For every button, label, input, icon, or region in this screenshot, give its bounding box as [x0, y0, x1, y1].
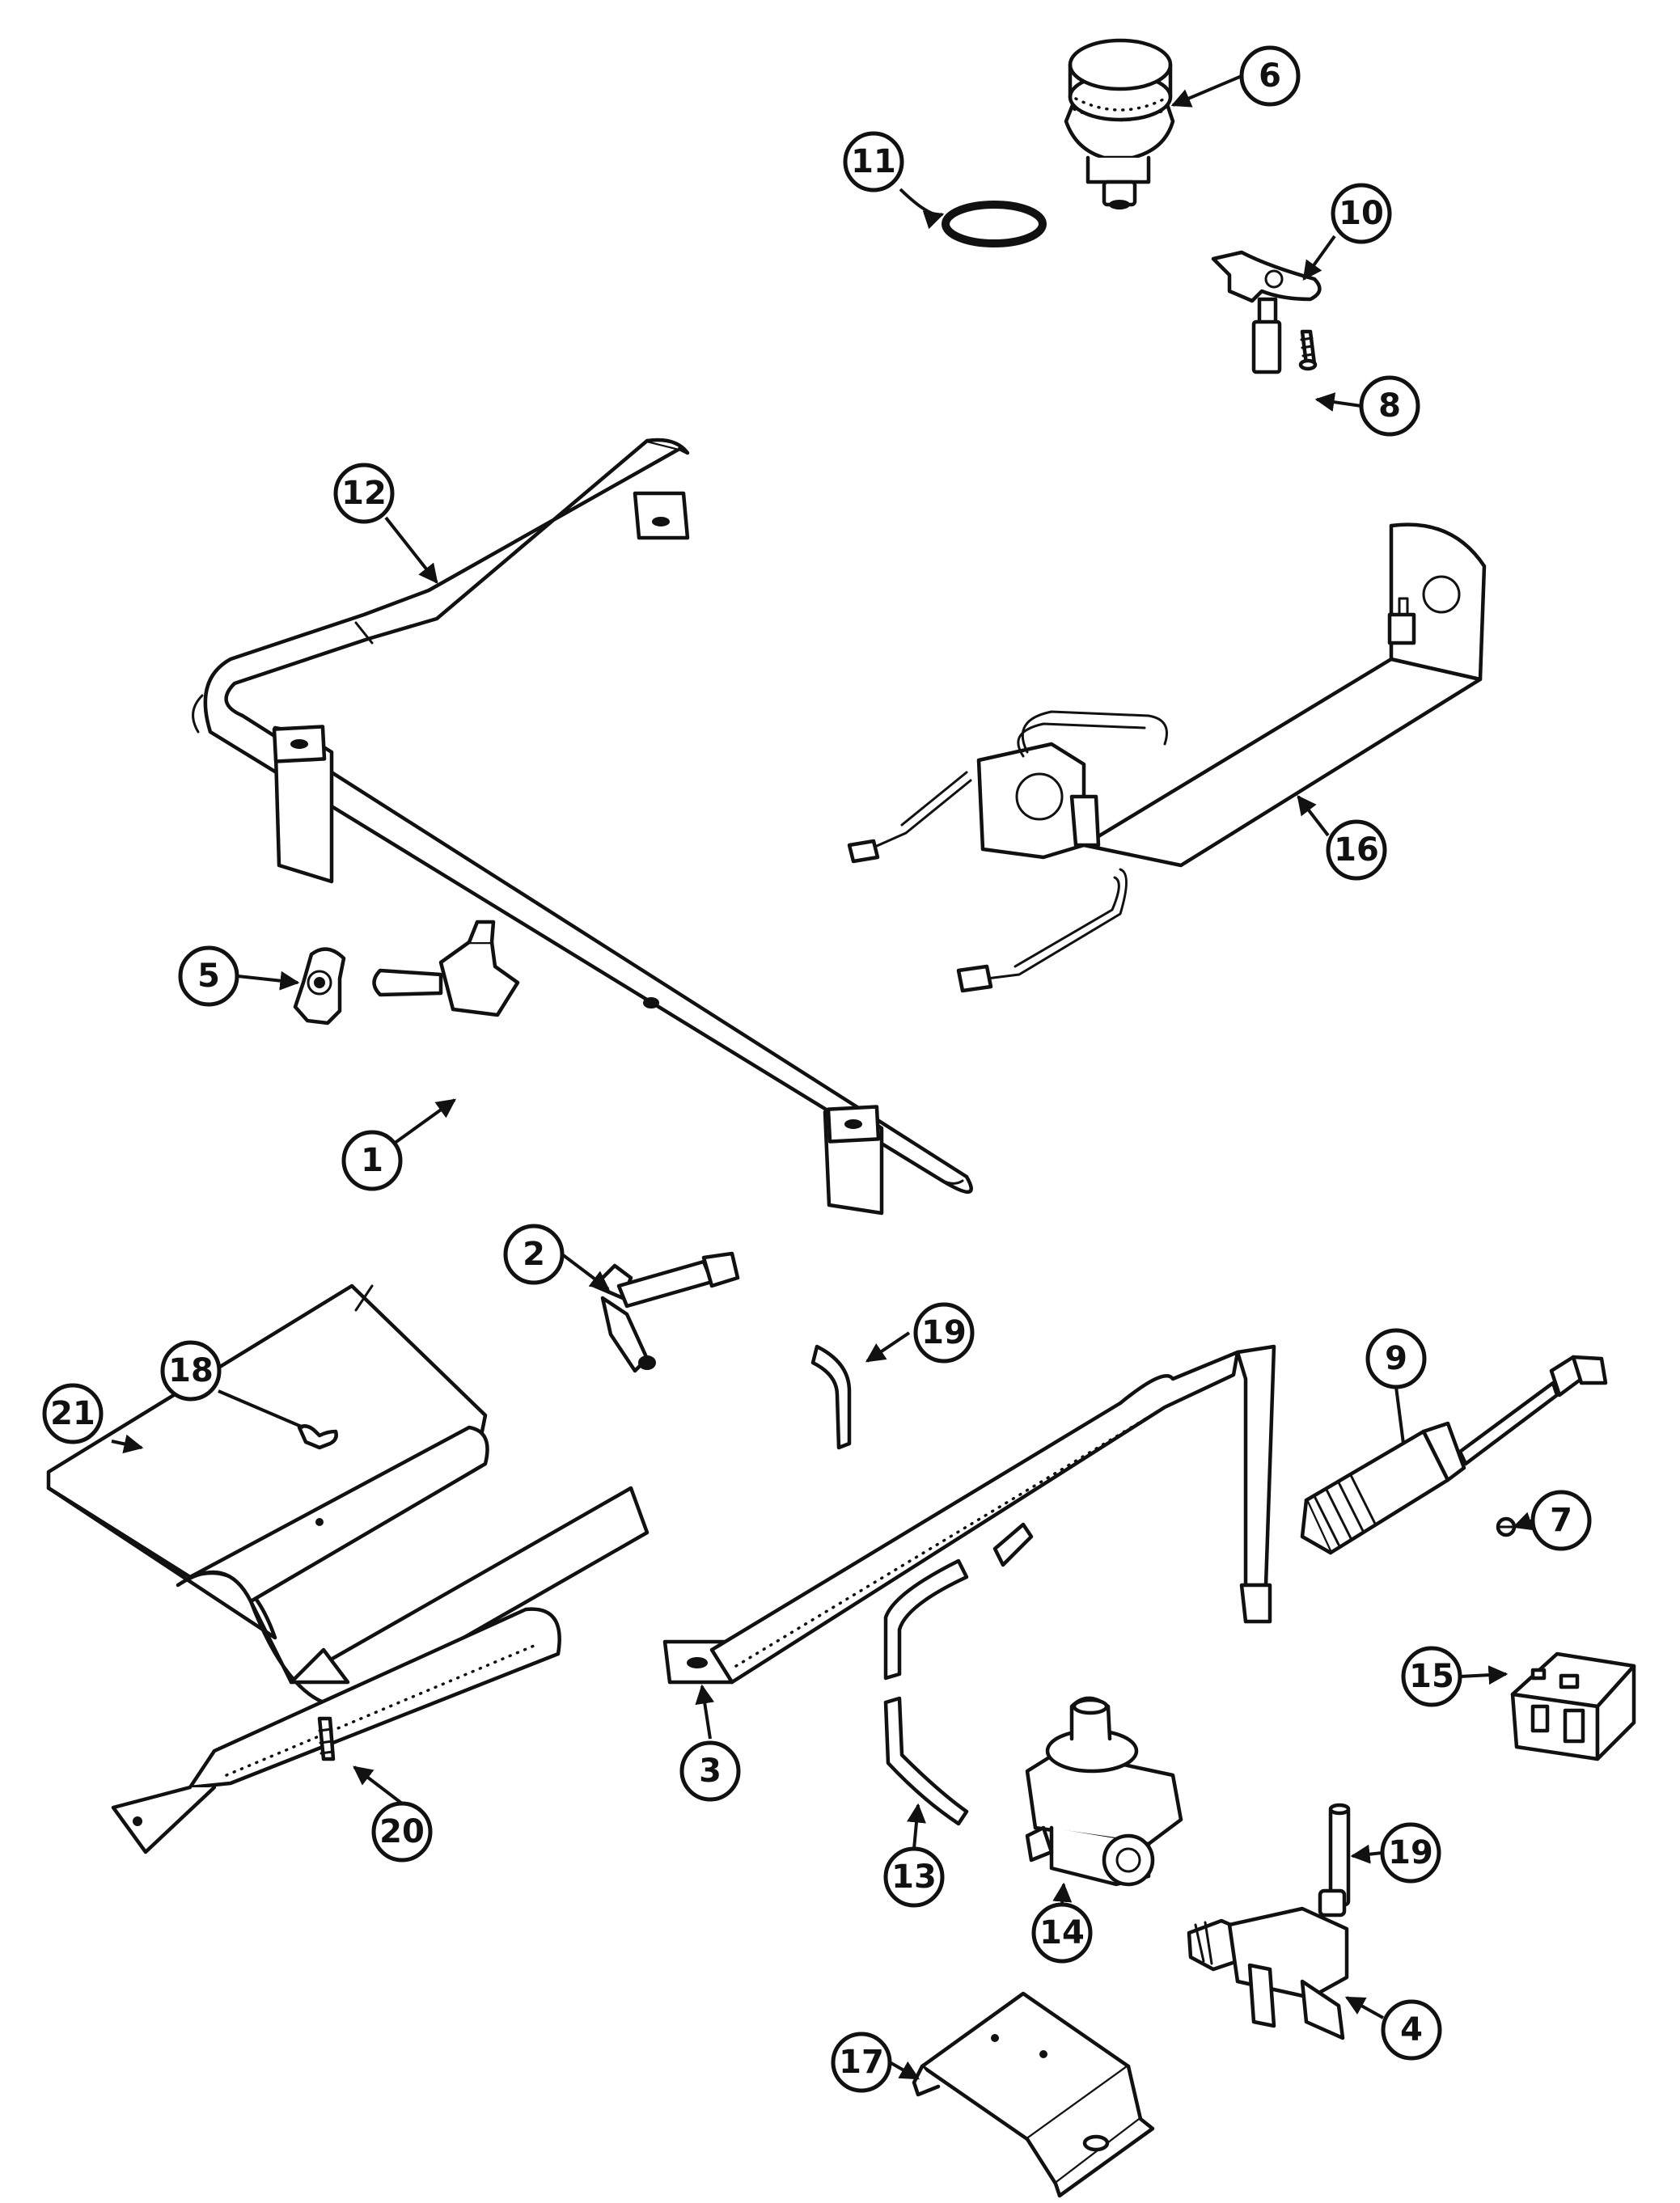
svg-text:12: 12	[341, 475, 387, 512]
callout-18: 18	[160, 1340, 222, 1402]
part-5-clip	[293, 947, 346, 1025]
leader-lines	[111, 74, 1534, 2080]
callout-21: 21	[42, 1383, 104, 1444]
part-19-hose-upper	[810, 1344, 852, 1450]
part-1-orifice-holder	[372, 920, 520, 1017]
part-2-elbow-fitting	[592, 1251, 740, 1373]
callout-3: 3	[679, 1740, 741, 1802]
svg-text:18: 18	[168, 1352, 214, 1389]
callout-1: 1	[341, 1130, 403, 1191]
callout-13: 13	[883, 1846, 945, 1908]
part-6-burner-head	[1064, 38, 1175, 209]
part-3-burner-arm	[662, 1344, 1276, 1685]
callout-7: 7	[1530, 1490, 1592, 1551]
callout-20: 20	[371, 1801, 433, 1863]
svg-text:10: 10	[1339, 195, 1384, 232]
part-20-lower-burner	[111, 1607, 561, 1854]
part-15-switch-block	[1510, 1651, 1636, 1761]
svg-text:6: 6	[1259, 57, 1281, 95]
part-9-spark-module	[1300, 1355, 1608, 1555]
part-18-wing-nut	[297, 1424, 338, 1450]
svg-text:9: 9	[1385, 1340, 1407, 1377]
part-16-burner-bracket-tubing	[847, 522, 1487, 993]
svg-text:8: 8	[1378, 387, 1401, 425]
svg-text:1: 1	[361, 1142, 383, 1179]
callout-2: 2	[503, 1224, 565, 1285]
callout-9: 9	[1365, 1328, 1427, 1389]
svg-text:2: 2	[523, 1236, 545, 1273]
part-11-o-ring	[942, 201, 1047, 247]
part-7-screw	[1496, 1516, 1517, 1537]
callout-4: 4	[1381, 1999, 1442, 2061]
svg-text:15: 15	[1409, 1658, 1454, 1695]
callout-15: 15	[1401, 1646, 1462, 1707]
svg-text:17: 17	[839, 2044, 884, 2081]
svg-text:7: 7	[1550, 1502, 1572, 1539]
svg-text:21: 21	[50, 1395, 95, 1432]
svg-text:14: 14	[1039, 1914, 1085, 1951]
svg-text:4: 4	[1400, 2011, 1423, 2049]
callout-11: 11	[843, 131, 904, 192]
svg-text:19: 19	[1388, 1834, 1433, 1871]
svg-text:5: 5	[197, 958, 220, 995]
callout-6: 6	[1239, 45, 1301, 107]
callout-8: 8	[1359, 375, 1420, 437]
part-21-cover-plate	[46, 1283, 650, 1709]
callout-12: 12	[333, 463, 395, 524]
part-10-ignitor-electrode	[1211, 250, 1322, 374]
callout-5: 5	[178, 945, 239, 1007]
part-4-valve	[1187, 1888, 1349, 2040]
part-12-manifold	[192, 438, 973, 1216]
callout-10: 10	[1331, 183, 1392, 244]
part-17-mounting-bracket	[912, 1991, 1155, 2198]
callout-19-lower: 19	[1380, 1822, 1441, 1884]
svg-text:3: 3	[699, 1753, 722, 1790]
svg-text:20: 20	[379, 1813, 425, 1850]
svg-text:11: 11	[851, 143, 896, 180]
part-14-pressure-regulator	[1025, 1696, 1183, 1887]
svg-text:19: 19	[921, 1314, 967, 1351]
svg-text:16: 16	[1334, 831, 1379, 869]
callout-16: 16	[1326, 819, 1387, 881]
part-8-screw	[1298, 329, 1318, 371]
part-13-hoses	[883, 1522, 1034, 1826]
callout-17: 17	[831, 2032, 892, 2093]
svg-text:13: 13	[891, 1858, 937, 1896]
callout-19-upper: 19	[913, 1302, 975, 1364]
part-19-hose-lower	[1328, 1803, 1351, 1907]
callout-14: 14	[1031, 1902, 1093, 1964]
